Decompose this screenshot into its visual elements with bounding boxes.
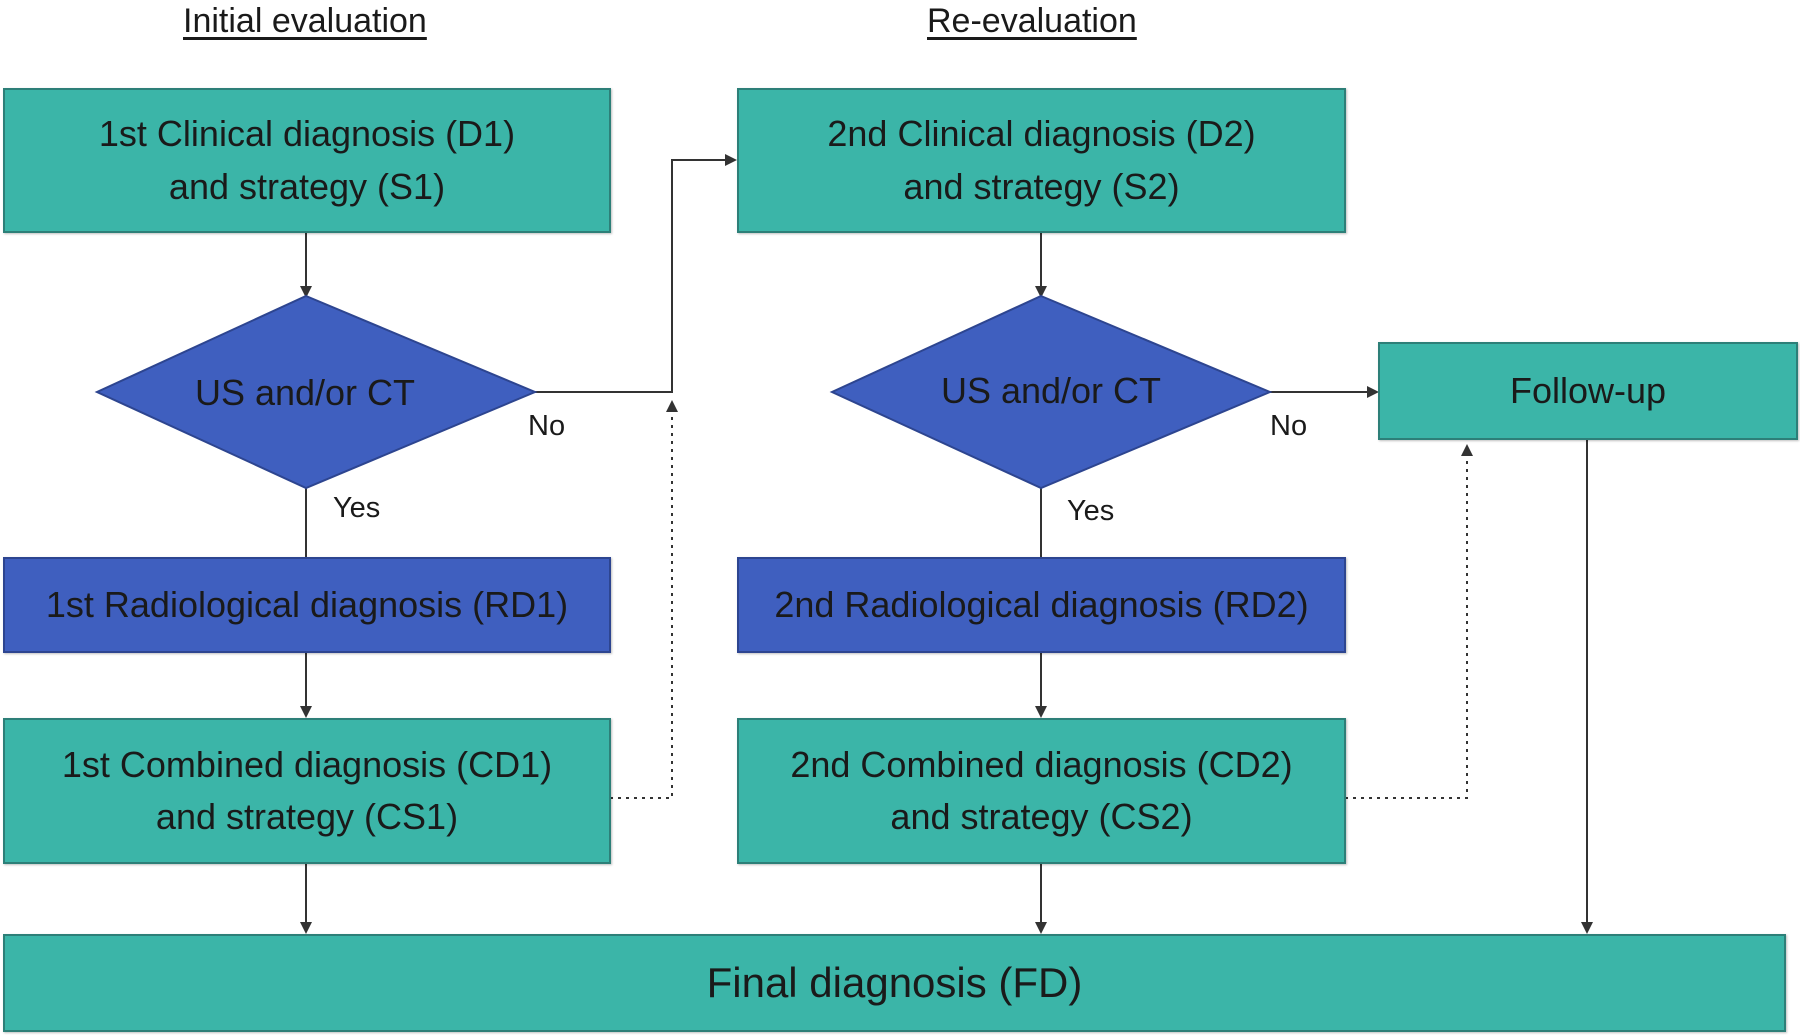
edge-cd2-dotted-to-followup bbox=[1345, 444, 1473, 799]
decision2-label: US and/or CT bbox=[940, 370, 1162, 411]
cd1-line2: and strategy (CS1) bbox=[155, 796, 459, 837]
cd2-line2: and strategy (CS2) bbox=[890, 796, 1193, 837]
cd2-line1: 2nd Combined diagnosis (CD2) bbox=[790, 743, 1293, 785]
rd2-label: 2nd Radiological diagnosis (RD2) bbox=[774, 583, 1309, 625]
d2-line2: and strategy (S2) bbox=[903, 165, 1180, 207]
rd1-label: 1st Radiological diagnosis (RD1) bbox=[45, 583, 569, 625]
cd1-line1: 1st Combined diagnosis (CD1) bbox=[61, 743, 553, 785]
decision1-no-label: No bbox=[528, 410, 566, 442]
edge-decision1-no-to-d2 bbox=[535, 154, 737, 393]
reevaluation-heading: Re-evaluation bbox=[927, 2, 1137, 40]
d2-box: 2nd Clinical diagnosis (D2) and strategy… bbox=[737, 88, 1346, 233]
decision2-no-label: No bbox=[1270, 410, 1308, 442]
decision1-label: US and/or CT bbox=[194, 372, 416, 413]
rd1-box: 1st Radiological diagnosis (RD1) bbox=[3, 557, 611, 653]
decision1-diamond bbox=[94, 294, 538, 490]
decision1-yes-label: Yes bbox=[333, 492, 381, 524]
cd1-box: 1st Combined diagnosis (CD1) and strateg… bbox=[3, 718, 611, 864]
followup-label: Follow-up bbox=[1509, 369, 1667, 411]
edge-cd1-dotted-to-junction bbox=[610, 400, 678, 799]
d1-line2: and strategy (S1) bbox=[168, 165, 446, 207]
final-box: Final diagnosis (FD) bbox=[3, 934, 1786, 1032]
final-label: Final diagnosis (FD) bbox=[706, 959, 1083, 1006]
initial-evaluation-heading: Initial evaluation bbox=[183, 2, 427, 40]
d1-box: 1st Clinical diagnosis (D1) and strategy… bbox=[3, 88, 611, 233]
followup-box: Follow-up bbox=[1378, 342, 1798, 440]
cd2-box: 2nd Combined diagnosis (CD2) and strateg… bbox=[737, 718, 1346, 864]
decision2-yes-label: Yes bbox=[1067, 495, 1115, 527]
d2-line1: 2nd Clinical diagnosis (D2) bbox=[827, 113, 1256, 155]
decision2-diamond bbox=[829, 294, 1273, 490]
rd2-box: 2nd Radiological diagnosis (RD2) bbox=[737, 557, 1346, 653]
d1-line1: 1st Clinical diagnosis (D1) bbox=[98, 113, 516, 155]
